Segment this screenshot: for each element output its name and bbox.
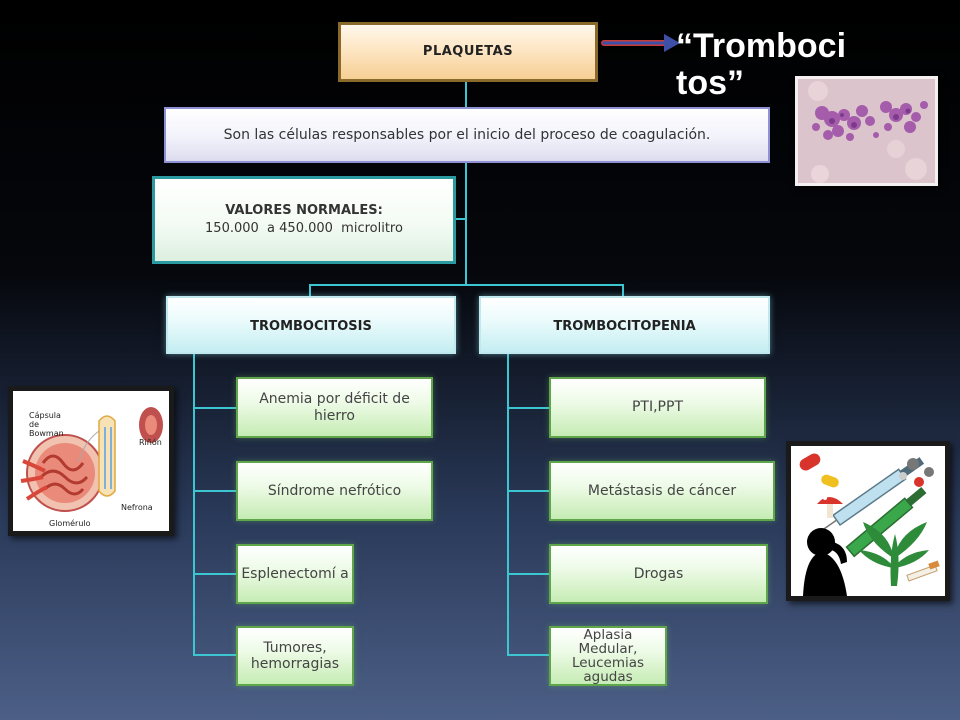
valores-normales-box: VALORES NORMALES: 150.000 a 450.000 micr… xyxy=(152,176,456,264)
kidney-label-capsula: Cápsula de Bowman xyxy=(29,411,64,438)
connector-left-h1 xyxy=(193,407,236,409)
connector-left-h2 xyxy=(193,490,236,492)
connector-right-h2 xyxy=(507,490,549,492)
connector-title-trunk xyxy=(465,82,467,284)
trombocitosis-item-2-text: Síndrome nefrótico xyxy=(267,482,402,499)
connector-valores xyxy=(456,218,466,220)
platelet-microscopy-image xyxy=(795,76,938,186)
kidney-label-rinon: Riñón xyxy=(139,438,162,447)
kidney-nephron-image: Cápsula de Bowman Riñón Nefrona Glomérul… xyxy=(8,386,174,536)
alias-line-2: tos” xyxy=(676,63,744,102)
kidney-label-glomerulo: Glomérulo xyxy=(49,519,91,528)
title-text: PLAQUETAS xyxy=(422,43,514,59)
trombocitosis-label: TROMBOCITOSIS xyxy=(250,319,372,334)
valores-value: 150.000 a 450.000 microlitro xyxy=(205,220,403,236)
trombocitopenia-item-2-text: Metástasis de cáncer xyxy=(587,482,737,499)
connector-right-h3 xyxy=(507,573,549,575)
arrow-icon xyxy=(601,34,680,52)
alias-text: “Tromboci tos” xyxy=(676,28,846,101)
trombocitopenia-item-3: Drogas xyxy=(549,544,768,604)
valores-label: VALORES NORMALES: xyxy=(225,202,383,218)
trombocitosis-box: TROMBOCITOSIS xyxy=(166,296,456,354)
connector-left-vertical xyxy=(193,354,195,654)
kidney-label-nefrona: Nefrona xyxy=(121,503,153,512)
trombocitosis-item-4: Tumores, hemorragias xyxy=(236,626,354,686)
title-box: PLAQUETAS xyxy=(338,22,598,82)
description-text: Son las células responsables por el inic… xyxy=(223,126,711,143)
trombocitosis-item-1-text: Anemia por déficit de hierro xyxy=(259,391,410,424)
connector-right-vertical xyxy=(507,354,509,654)
trombocitosis-item-3: Esplenectomí a xyxy=(236,544,354,604)
trombocitopenia-item-2: Metástasis de cáncer xyxy=(549,461,775,521)
trombocitosis-item-4-text: Tumores, hemorragias xyxy=(250,639,340,672)
connector-branch-left xyxy=(309,284,311,296)
trombocitopenia-item-1-text: PTI,PPT xyxy=(631,399,683,416)
trombocitopenia-label: TROMBOCITOPENIA xyxy=(553,319,696,334)
trombocitopenia-box: TROMBOCITOPENIA xyxy=(479,296,770,354)
trombocitopenia-item-1: PTI,PPT xyxy=(549,377,766,438)
trombocitosis-item-3-text: Esplenectomí a xyxy=(241,565,349,582)
trombocitosis-item-1: Anemia por déficit de hierro xyxy=(236,377,433,438)
trombocitopenia-item-4: Aplasia Medular, Leucemias agudas xyxy=(549,626,667,686)
alias-line-1: “Tromboci xyxy=(676,27,847,65)
connector-right-h4 xyxy=(507,654,549,656)
drugs-collage-image xyxy=(786,441,950,601)
connector-left-h3 xyxy=(193,573,236,575)
trombocitopenia-item-3-text: Drogas xyxy=(633,565,684,582)
trombocitosis-item-2: Síndrome nefrótico xyxy=(236,461,433,521)
trombocitopenia-item-4-text: Aplasia Medular, Leucemias agudas xyxy=(571,626,645,686)
connector-branch-right xyxy=(622,284,624,296)
connector-branch-horizontal xyxy=(309,284,624,286)
connector-right-h1 xyxy=(507,407,549,409)
connector-left-h4 xyxy=(193,654,236,656)
description-box: Son las células responsables por el inic… xyxy=(164,107,770,163)
